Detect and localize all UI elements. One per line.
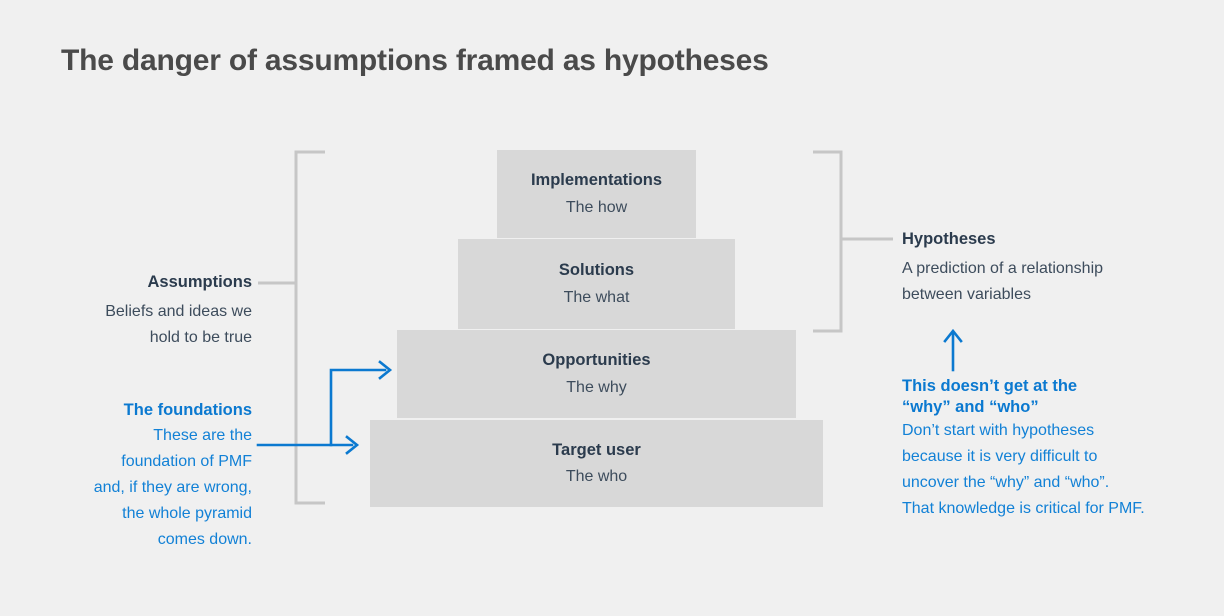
annotation-foundations: The foundations These are the foundation… bbox=[42, 400, 252, 553]
foundations-arrows bbox=[256, 368, 387, 447]
text-line: A prediction of a relationship bbox=[902, 259, 1104, 277]
pyramid-block-title: Implementations bbox=[530, 171, 663, 189]
annotation-warning-body: Don’t start with hypotheses because it i… bbox=[902, 418, 1162, 522]
text-line: because it is very difficult to bbox=[902, 448, 1098, 466]
warning-up-arrow bbox=[943, 328, 963, 372]
text-line: between variables bbox=[902, 285, 1031, 303]
annotation-foundations-heading: The foundations bbox=[123, 401, 252, 419]
text-line: comes down. bbox=[157, 530, 252, 548]
pyramid-block-opportunities[interactable]: Opportunities The why bbox=[397, 330, 796, 418]
pyramid-block-target-user[interactable]: Target user The who bbox=[370, 420, 823, 507]
text-line: hold to be true bbox=[149, 328, 252, 346]
annotation-hypotheses-body: A prediction of a relationship between v… bbox=[902, 256, 1162, 308]
text-line: the whole pyramid bbox=[122, 504, 252, 522]
pyramid-block-subtitle: The how bbox=[565, 198, 628, 216]
annotation-hypotheses-heading: Hypotheses bbox=[902, 230, 996, 248]
text-line: “why” and “who” bbox=[902, 397, 1039, 416]
pyramid-block-subtitle: The what bbox=[563, 288, 630, 306]
text-line: That knowledge is critical for PMF. bbox=[902, 500, 1145, 518]
pyramid-block-subtitle: The who bbox=[565, 468, 628, 486]
annotation-warning-heading: This doesn’t get at the “why” and “who” bbox=[902, 376, 1162, 417]
pyramid-block-implementations[interactable]: Implementations The how bbox=[497, 150, 696, 238]
text-line: This doesn’t get at the bbox=[902, 377, 1078, 395]
text-line: Don’t start with hypotheses bbox=[902, 422, 1095, 440]
pyramid-block-subtitle: The why bbox=[566, 378, 627, 396]
hypotheses-bracket bbox=[813, 150, 893, 333]
pyramid-block-title: Target user bbox=[552, 440, 641, 459]
assumptions-bracket bbox=[258, 150, 325, 505]
annotation-warning: This doesn’t get at the “why” and “who” … bbox=[902, 376, 1162, 523]
pyramid-block-solutions[interactable]: Solutions The what bbox=[458, 239, 735, 329]
pyramid-block-title: Opportunities bbox=[542, 351, 651, 369]
annotation-hypotheses: Hypotheses A prediction of a relationshi… bbox=[902, 229, 1162, 308]
page-title: The danger of assumptions framed as hypo… bbox=[61, 44, 769, 77]
text-line: uncover the “why” and “who”. bbox=[902, 474, 1110, 492]
annotation-assumptions-heading: Assumptions bbox=[147, 273, 252, 291]
text-line: These are the bbox=[153, 426, 252, 444]
text-line: and, if they are wrong, bbox=[93, 478, 252, 496]
text-line: Beliefs and ideas we bbox=[105, 302, 252, 320]
annotation-foundations-body: These are the foundation of PMF and, if … bbox=[42, 423, 252, 553]
text-line: foundation of PMF bbox=[121, 452, 252, 470]
annotation-assumptions: Assumptions Beliefs and ideas we hold to… bbox=[42, 272, 252, 351]
pyramid-block-title: Solutions bbox=[558, 261, 635, 279]
annotation-assumptions-body: Beliefs and ideas we hold to be true bbox=[42, 299, 252, 351]
